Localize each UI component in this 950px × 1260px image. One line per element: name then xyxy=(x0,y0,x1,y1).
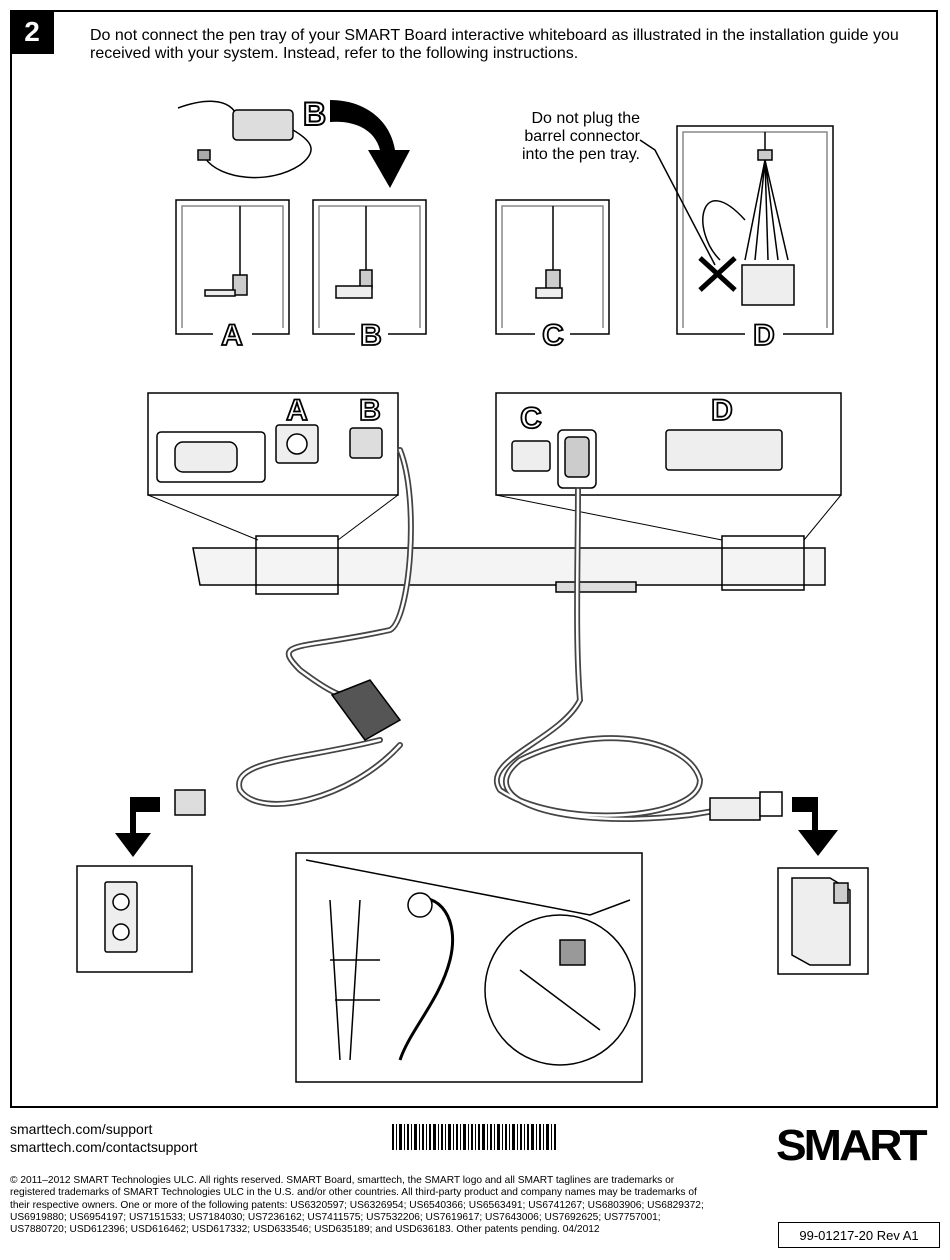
usb-cable xyxy=(494,487,723,822)
port-label-c: C xyxy=(520,402,542,435)
power-adapter-icon xyxy=(177,100,312,179)
port-label-b: B xyxy=(359,394,381,427)
connector-label-a: A xyxy=(221,319,243,352)
document-number: 99-01217-20 Rev A1 xyxy=(778,1222,940,1248)
callout-text: Do not plug the barrel connector into th… xyxy=(522,110,640,163)
page-frame xyxy=(10,10,938,1108)
step-badge: 2 xyxy=(10,10,54,54)
smart-logo: SMART xyxy=(776,1120,928,1170)
outlet-arrow xyxy=(115,797,160,857)
port-label-a: A xyxy=(286,394,308,427)
computer-arrow xyxy=(792,797,838,856)
contact-support-link[interactable]: smarttech.com/contactsupport xyxy=(10,1139,198,1155)
pen-tray xyxy=(192,535,826,595)
computer-tower-icon xyxy=(777,867,869,975)
connector-box-b xyxy=(312,199,427,335)
connector-box-d xyxy=(676,125,834,335)
connector-label-b-top: B xyxy=(303,96,326,132)
port-panel-left xyxy=(147,392,399,541)
connector-label-c: C xyxy=(542,319,564,352)
connector-box-a xyxy=(175,199,290,335)
barcode-icon xyxy=(392,1124,556,1150)
connector-box-c xyxy=(495,199,610,335)
copyright-text: © 2011–2012 SMART Technologies ULC. All … xyxy=(10,1175,704,1236)
connector-label-b: B xyxy=(360,319,382,352)
usb-cable-icon xyxy=(709,791,783,821)
connector-label-d: D xyxy=(753,319,775,352)
footer-links: smarttech.com/support smarttech.com/cont… xyxy=(10,1120,198,1156)
installer-illustration-icon xyxy=(295,852,643,1083)
power-brick xyxy=(174,679,402,816)
support-link[interactable]: smarttech.com/support xyxy=(10,1121,153,1137)
port-label-d: D xyxy=(711,394,733,427)
wall-outlet-icon xyxy=(76,865,193,973)
curved-arrow-icon xyxy=(330,100,410,188)
port-panel-right xyxy=(495,392,842,541)
instruction-text: Do not connect the pen tray of your SMAR… xyxy=(90,27,899,62)
